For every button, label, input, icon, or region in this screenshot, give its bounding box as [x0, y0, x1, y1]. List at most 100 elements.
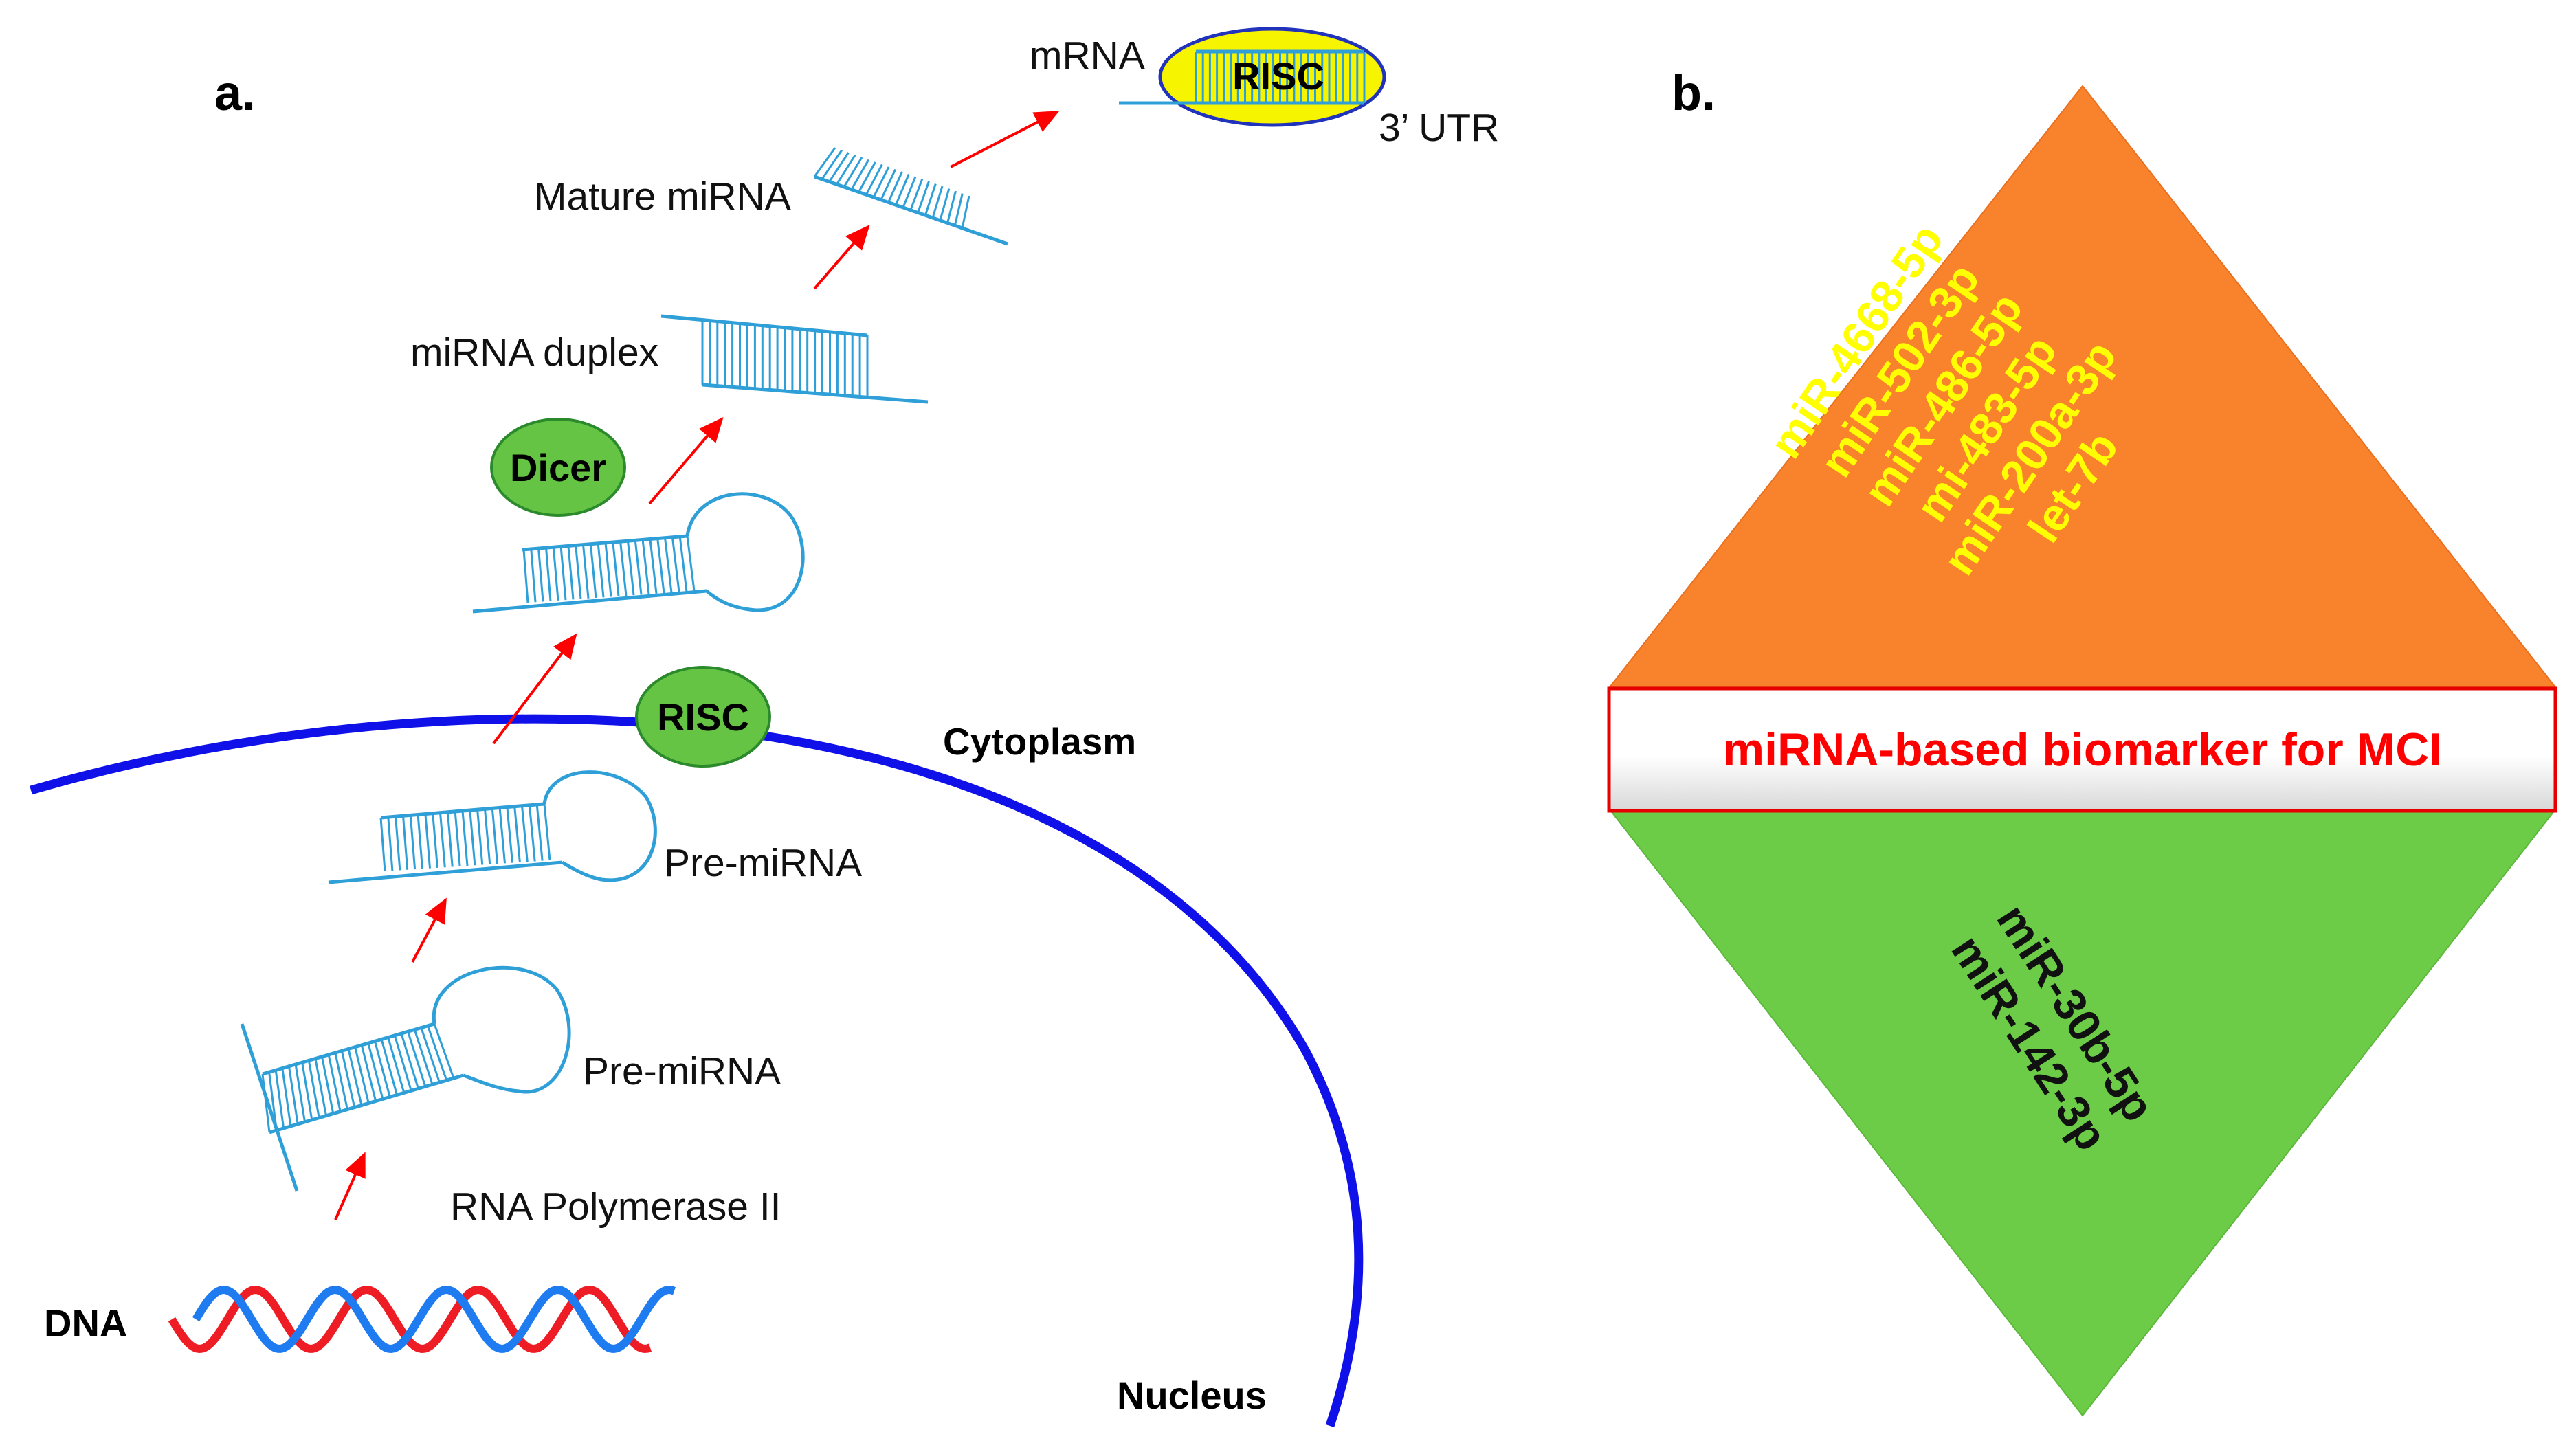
- base-pair-rung: [813, 147, 836, 177]
- base-pair-rung: [641, 539, 650, 594]
- base-pair-rung: [400, 1033, 419, 1089]
- dna-label: DNA: [44, 1301, 127, 1345]
- base-pair-rung: [413, 1029, 434, 1085]
- base-pair-rung: [476, 809, 484, 865]
- base-pair-rung: [604, 542, 612, 597]
- base-pair-rung: [268, 1072, 278, 1131]
- base-pair-rung: [545, 548, 552, 601]
- mirna-duplex-label: miRNA duplex: [410, 331, 658, 374]
- base-pair-rung: [664, 537, 673, 593]
- base-pair-rung: [354, 1047, 370, 1104]
- base-pair-rung: [843, 157, 863, 188]
- base-pair-rung: [288, 1066, 299, 1125]
- pri-mirna-hairpin: [240, 965, 571, 1192]
- process-arrows: [334, 111, 1060, 1220]
- base-pair-rung: [575, 545, 582, 599]
- base-pair-rung: [393, 1035, 412, 1091]
- base-pair-rung: [395, 816, 401, 871]
- base-pair-rung: [567, 546, 575, 600]
- risc-membrane-label: RISC: [657, 695, 749, 739]
- base-pair-rung: [535, 804, 544, 861]
- base-pair-rung: [402, 816, 409, 870]
- pre-mirna-cytoplasm-label: Pre-miRNA: [664, 841, 862, 885]
- dna-strand-red: [168, 1285, 652, 1354]
- arrow-dicer-cleavage: [648, 416, 724, 505]
- dna-strand-blue: [192, 1285, 676, 1354]
- base-pair-rung: [374, 1040, 391, 1097]
- base-pair-rung: [281, 1068, 292, 1127]
- base-pair-rung: [409, 815, 417, 870]
- dicer-label: Dicer: [510, 446, 606, 489]
- base-pair-rung: [380, 1039, 398, 1095]
- mrna-risc-complex: RISC: [1119, 27, 1386, 127]
- base-pair-rung: [314, 1058, 327, 1116]
- base-pair-rung: [634, 540, 643, 595]
- dna-helix: [168, 1285, 676, 1354]
- base-pair-rung: [307, 1060, 320, 1118]
- base-pair-rung: [953, 193, 964, 226]
- mature-mirna-label: Mature miRNA: [534, 175, 791, 219]
- base-pair-rung: [836, 154, 856, 186]
- base-pair-rung: [367, 1042, 384, 1099]
- base-pair-rung: [597, 543, 605, 598]
- arrow-export: [492, 633, 577, 745]
- base-pair-rung: [850, 159, 870, 190]
- base-pair-rung: [559, 546, 567, 601]
- base-pair-rung: [417, 814, 423, 869]
- base-pair-rung: [894, 173, 910, 205]
- base-pair-rung: [671, 537, 680, 592]
- mirna-duplex: [660, 314, 929, 404]
- base-pair-rung: [426, 1025, 448, 1081]
- base-pair-rung: [887, 171, 903, 203]
- base-pair-rung: [407, 1031, 427, 1087]
- base-pair-rung: [872, 166, 890, 198]
- base-pair-rung: [506, 807, 513, 863]
- base-pair-rung: [924, 183, 937, 216]
- base-pair-rung: [347, 1049, 363, 1106]
- base-pair-rung: [917, 181, 930, 213]
- base-pair-rung: [461, 810, 469, 866]
- dicer-enzyme: Dicer: [490, 418, 626, 517]
- arrow-strand-selection: [813, 224, 870, 290]
- rna-polymerase-label: RNA Polymerase II: [450, 1185, 781, 1229]
- base-pair-rung: [294, 1064, 306, 1123]
- base-pair-rung: [939, 188, 951, 221]
- base-pair-rung: [439, 812, 446, 868]
- base-pair-rung: [678, 536, 688, 592]
- base-pair-rung: [274, 1070, 285, 1129]
- base-pair-rung: [491, 808, 499, 864]
- base-pair-rung: [686, 535, 696, 592]
- base-pair-rung: [340, 1050, 356, 1108]
- biomarker-banner-text: miRNA-based biomarker for MCI: [1723, 724, 2443, 776]
- cytoplasm-label: Cytoplasm: [943, 720, 1136, 763]
- pre-mirna-hairpin-cytoplasm: [328, 770, 657, 884]
- base-pair-rung: [612, 541, 620, 596]
- base-pair-rung: [360, 1044, 377, 1101]
- base-pair-rung: [946, 190, 957, 223]
- base-pair-rung: [321, 1056, 335, 1114]
- base-pair-rung: [454, 811, 461, 866]
- arrow-transcription: [334, 1152, 366, 1220]
- base-pair-rung: [961, 195, 970, 229]
- base-pair-rung: [537, 548, 544, 602]
- base-pair-rung: [469, 809, 476, 866]
- base-pair-rung: [627, 541, 635, 596]
- base-pair-rung: [513, 806, 521, 863]
- base-pair-rung: [424, 814, 431, 869]
- base-pair-rung: [865, 164, 883, 195]
- biomarker-banner: [1607, 686, 2557, 813]
- base-pair-rung: [387, 1037, 406, 1093]
- hairpin-before-dicer: [472, 492, 805, 614]
- base-pair-rung: [379, 817, 386, 872]
- pre-mirna-nucleus-label: Pre-miRNA: [583, 1049, 781, 1093]
- base-pair-rung: [327, 1054, 342, 1112]
- base-pair-rung: [521, 805, 529, 862]
- risc-mrna-label: RISC: [1232, 54, 1324, 98]
- base-pair-rung: [858, 161, 876, 193]
- base-pair-rung: [530, 548, 537, 603]
- panel-b-letter: b.: [1672, 66, 1716, 121]
- base-pair-rung: [909, 178, 924, 211]
- base-pair-rung: [649, 539, 658, 594]
- nuclear-membrane: [30, 714, 1364, 1428]
